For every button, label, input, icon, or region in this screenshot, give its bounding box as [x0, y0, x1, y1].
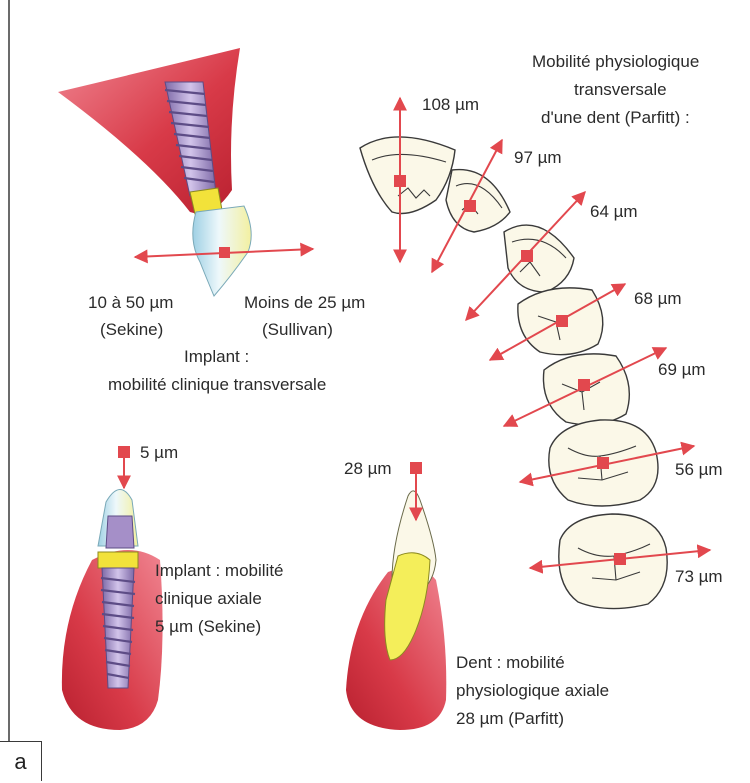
- sekine-range-label: 10 à 50 µm: [88, 293, 173, 312]
- sullivan-source-label: (Sullivan): [262, 320, 333, 339]
- tooth-axial-caption-line1: Dent : mobilité: [456, 653, 565, 672]
- measure-68: 68 µm: [634, 289, 682, 308]
- measure-108: 108 µm: [422, 95, 479, 114]
- implant-axial-caption-line3: 5 µm (Sekine): [155, 617, 261, 636]
- parfitt-title-line3: d'une dent (Parfitt) :: [541, 108, 690, 127]
- marker-64: [521, 250, 533, 262]
- marker-69: [578, 379, 590, 391]
- measure-69: 69 µm: [658, 360, 706, 379]
- panel-letter: a: [0, 741, 42, 781]
- axial-marker-tooth: [410, 462, 422, 474]
- sekine-source-label: (Sekine): [100, 320, 163, 339]
- tooth-axial-caption-line2: physiologique axiale: [456, 681, 609, 700]
- tooth-axial-illustration: [346, 462, 446, 730]
- implant-axial-caption-line1: Implant : mobilité: [155, 561, 284, 580]
- tooth-axial-value: 28 µm: [344, 459, 392, 478]
- measure-97: 97 µm: [514, 148, 562, 167]
- implant-axial-caption-line2: clinique axiale: [155, 589, 262, 608]
- marker-56: [597, 457, 609, 469]
- tooth-molar-second: [559, 514, 667, 609]
- tooth-incisor-lateral: [446, 170, 510, 232]
- parfitt-title-line2: transversale: [574, 80, 667, 99]
- tooth-axial-caption-line3: 28 µm (Parfitt): [456, 709, 564, 728]
- implant-caption-line2: mobilité clinique transversale: [108, 375, 326, 394]
- implant-transversal-illustration: [58, 48, 313, 296]
- implant-axial-illustration: [62, 446, 163, 730]
- tooth-canine: [504, 225, 574, 292]
- tooth-incisor-central: [360, 137, 455, 214]
- implant-abutment-axial: [106, 516, 134, 548]
- implant-collar-axial: [98, 552, 138, 568]
- transversal-marker: [219, 247, 230, 258]
- measure-64: 64 µm: [590, 202, 638, 221]
- implant-caption-line1: Implant :: [184, 347, 249, 366]
- marker-73: [614, 553, 626, 565]
- measure-73: 73 µm: [675, 567, 723, 586]
- sullivan-range-label: Moins de 25 µm: [244, 293, 365, 312]
- marker-97: [464, 200, 476, 212]
- axial-marker-implant: [118, 446, 130, 458]
- parfitt-title-line1: Mobilité physiologique: [532, 52, 699, 71]
- measure-56: 56 µm: [675, 460, 723, 479]
- marker-68: [556, 315, 568, 327]
- implant-axial-value: 5 µm: [140, 443, 178, 462]
- marker-108: [394, 175, 406, 187]
